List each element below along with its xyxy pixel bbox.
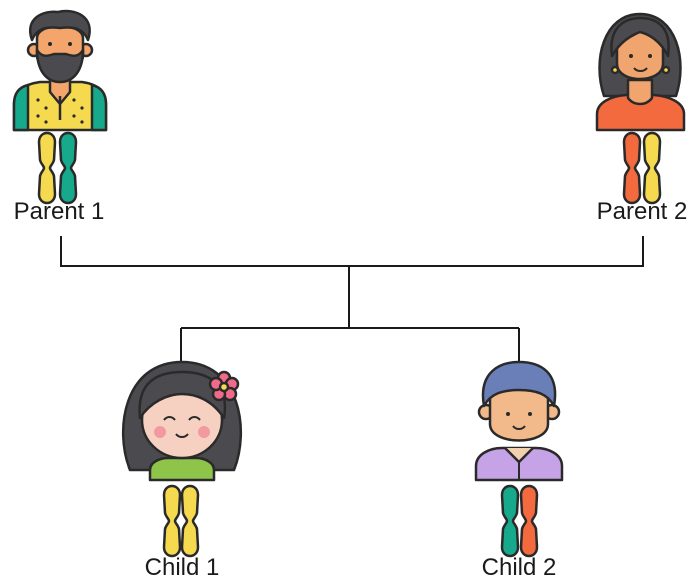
woman-avatar-icon: [595, 12, 686, 132]
child1-label: Child 1: [144, 554, 220, 581]
parent1-label: Parent 1: [13, 198, 105, 225]
parent1-chromosomes: [37, 131, 78, 205]
child2-chromosome-1: [500, 484, 520, 558]
bearded-man-avatar-icon: [12, 9, 108, 132]
child2-chromosomes: [500, 484, 539, 558]
parent2-node: [595, 12, 686, 205]
child2-chromosome-2: [519, 484, 539, 558]
parent1-node: [12, 9, 108, 205]
child2-node: [474, 360, 564, 558]
boy-avatar-icon: [474, 360, 564, 482]
child1-chromosome-2: [180, 484, 200, 558]
parent2-chromosome-1: [622, 131, 642, 205]
flower-hair-clip: [208, 370, 240, 402]
parent2-label: Parent 2: [596, 198, 688, 225]
child1-chromosomes: [162, 484, 200, 558]
child1-node: [121, 360, 243, 558]
child2-label: Child 2: [481, 554, 557, 581]
child1-chromosome-1: [162, 484, 182, 558]
connector-lines: [60, 236, 644, 362]
parent2-chromosomes: [622, 131, 662, 205]
parent2-connector: [349, 236, 644, 267]
parent2-chromosome-2: [642, 131, 662, 205]
parent1-chromosome-1: [37, 131, 57, 205]
parent1-chromosome-2: [58, 131, 78, 205]
girl-avatar-icon: [121, 360, 243, 482]
parent1-connector: [60, 236, 349, 267]
